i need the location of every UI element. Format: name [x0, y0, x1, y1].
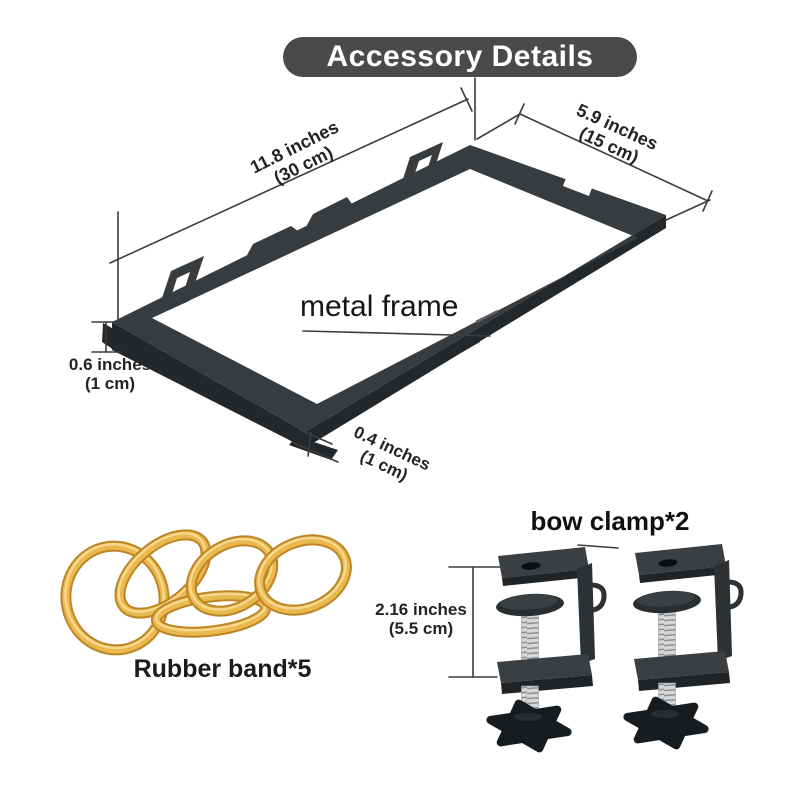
dim-rim-inches: 0.6 inches	[68, 355, 152, 374]
bow-clamps-illustration	[486, 544, 741, 753]
frame-foot-right	[438, 333, 480, 362]
bow-clamp-label: bow clamp*2	[530, 506, 690, 536]
dim-corner-tick	[299, 429, 333, 445]
frame-step	[306, 197, 352, 227]
rubber-band	[254, 534, 352, 616]
frame-tab	[396, 142, 443, 201]
rubber-band	[60, 540, 170, 656]
dim-depth-ext	[665, 199, 711, 221]
rubber-band-label: Rubber band*5	[133, 655, 312, 683]
bow-clamp	[627, 544, 741, 745]
dim-clamp-height-label: 2.16 inches (5.5 cm)	[369, 600, 473, 638]
frame-step	[246, 226, 298, 257]
dim-length-line	[109, 98, 469, 264]
dim-depth-line	[519, 113, 709, 202]
dimension-lines	[91, 77, 713, 678]
dim-clamp-inches: 2.16 inches	[375, 600, 467, 619]
bow-clamp	[486, 547, 607, 753]
rubber-bands-illustration	[60, 529, 352, 656]
metal-frame-label: metal frame	[300, 290, 459, 323]
dim-rim-cm: (1 cm)	[84, 374, 136, 394]
rubber-band	[114, 529, 212, 619]
frame-notch	[563, 178, 592, 196]
metal-frame-pointer	[302, 330, 491, 337]
frame-tab	[156, 256, 204, 316]
dim-length-tick	[460, 87, 473, 112]
metal-frame-illustration	[102, 142, 666, 460]
dim-rim-height-label: 0.6 inches (1 cm)	[60, 355, 160, 393]
dim-corner-line	[307, 432, 312, 457]
bow-clamp-pointer	[577, 544, 619, 549]
frame-foot-left	[211, 390, 252, 416]
frame-foot-south	[289, 436, 338, 460]
dim-depth-ext	[476, 113, 521, 140]
dim-corner-tick	[291, 441, 339, 463]
frame-slot	[475, 309, 499, 324]
frame-skirt	[112, 215, 666, 448]
frame-ring	[112, 145, 666, 432]
title-banner: Accessory Details	[283, 37, 637, 77]
page-title: Accessory Details	[326, 40, 594, 73]
dim-clamp-cm: (5.5 cm)	[388, 619, 454, 639]
